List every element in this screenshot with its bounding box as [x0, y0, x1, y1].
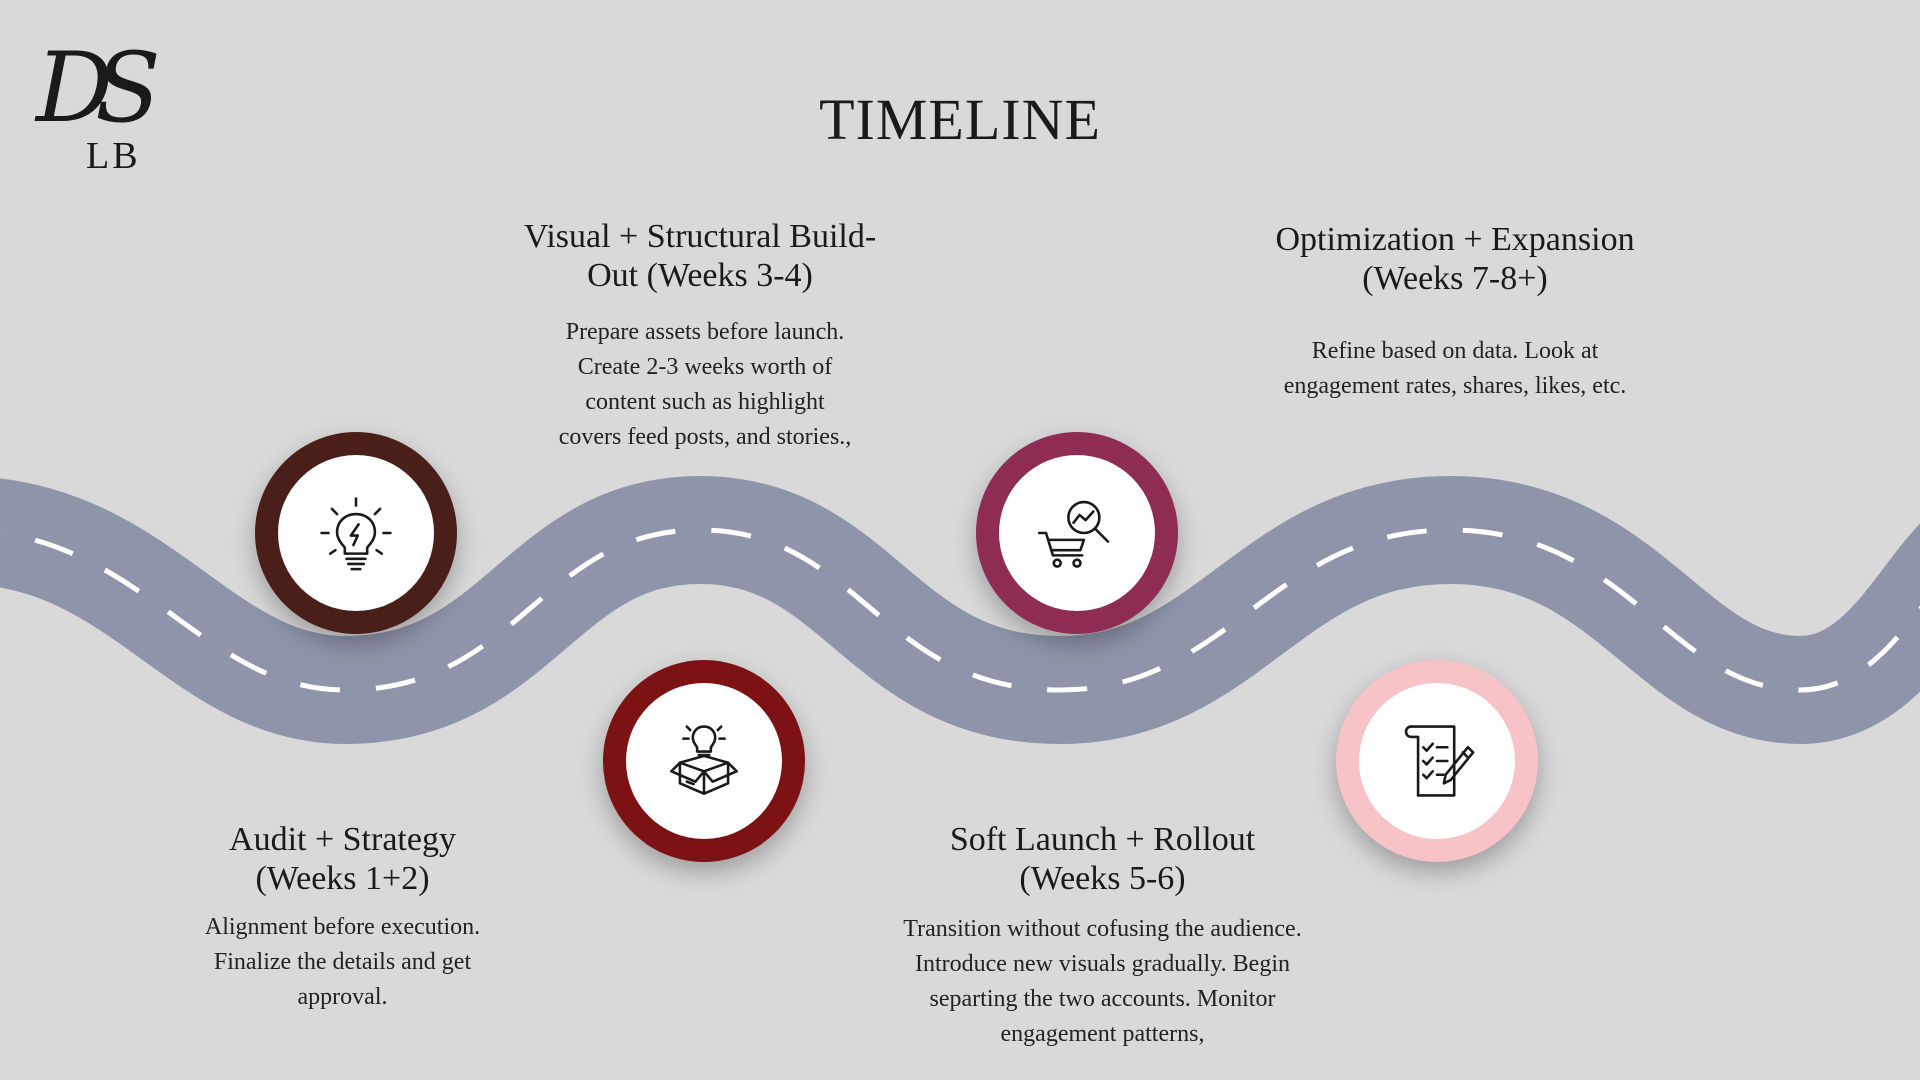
cart-analytics-icon [1037, 500, 1110, 568]
step-2-marker [603, 660, 805, 862]
logo-monogram: DS [36, 32, 161, 144]
step-4-description: Refine based on data. Look at engagement… [1283, 338, 1627, 399]
road-center-dashes [0, 527, 1920, 693]
page-title: TIMELINE [819, 87, 1101, 152]
logo-initials: LB [86, 135, 141, 177]
step-1-title: Audit + Strategy (Weeks 1+2) [229, 821, 456, 897]
step-1-marker [255, 432, 457, 634]
step-1-description: Alignment before execution. Finalize the… [204, 914, 481, 1010]
step-3-description: Transition without cofusing the audience… [903, 916, 1302, 1047]
step-3-title: Soft Launch + Rollout (Weeks 5-6) [949, 821, 1256, 897]
step-2-title: Visual + Structural Build- Out (Weeks 3-… [523, 218, 877, 294]
step-2-description: Prepare assets before launch. Create 2-3… [558, 319, 852, 450]
idea-box-icon [670, 725, 738, 795]
brand-logo: DS LB [36, 40, 176, 177]
step-3-marker [976, 432, 1178, 634]
lightbulb-icon [320, 497, 392, 571]
step-4-marker [1336, 660, 1538, 862]
checklist-icon [1404, 725, 1475, 797]
step-4-title: Optimization + Expansion (Weeks 7-8+) [1275, 221, 1635, 297]
